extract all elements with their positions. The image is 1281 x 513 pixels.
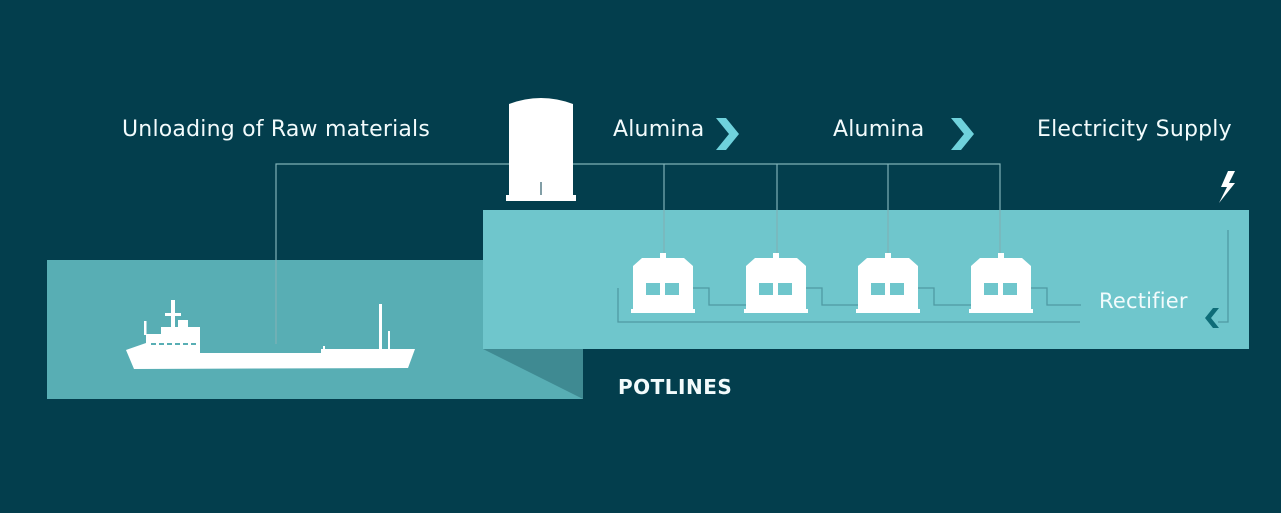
lightning-bolt-icon (1219, 171, 1235, 203)
pot-4 (969, 253, 1033, 313)
alumina-label-1: Alumina (613, 117, 705, 142)
reduction-cell-icon (631, 253, 1033, 313)
supply-lines (275, 163, 1001, 344)
chevron-left-icon (1205, 308, 1219, 328)
potlines-label: POTLINES (618, 375, 733, 399)
chevron-right-icon (951, 118, 974, 150)
pot-2 (744, 253, 808, 313)
unloading-label: Unloading of Raw materials (122, 117, 431, 142)
chevron-right-icon (716, 118, 739, 150)
electricity-supply-label: Electricity Supply (1037, 117, 1232, 142)
alumina-label-2: Alumina (833, 117, 925, 142)
panel-shadow (483, 349, 583, 399)
storage-silo-icon (506, 98, 576, 201)
cargo-ship-icon (126, 300, 415, 369)
rectifier-label: Rectifier (1099, 289, 1188, 313)
pot-1 (631, 253, 695, 313)
busbar-line (617, 230, 1229, 323)
pot-3 (856, 253, 920, 313)
